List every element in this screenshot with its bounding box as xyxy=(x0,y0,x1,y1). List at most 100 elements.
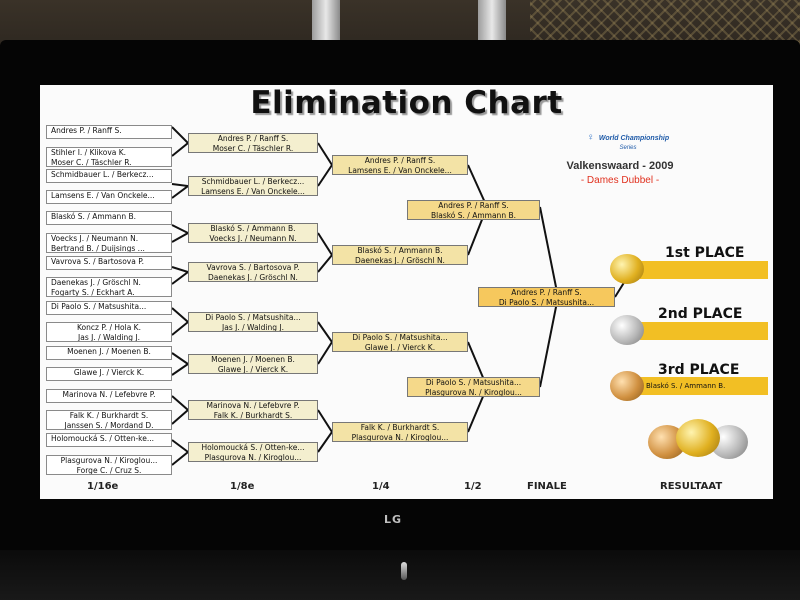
team-name: Plasgurova N. / Kiroglou... xyxy=(425,387,522,397)
bracket-slot-r1-1[interactable]: Andres P. / Ranff S. xyxy=(46,125,172,139)
team-name: Falk K. / Burkhardt S. xyxy=(213,410,293,420)
team-name: Andres P. / Ranff S. xyxy=(217,134,289,143)
team-name: Koncz P. / Hola K. xyxy=(77,323,141,332)
bracket-slot-r2-6[interactable]: Moenen J. / Moenen B.Glawe J. / Vierck K… xyxy=(188,354,318,374)
team-name: Vavrova S. / Bartosova P. xyxy=(206,263,300,272)
bronze-medal-icon xyxy=(610,371,644,401)
team-name: Daenekas J. / Gröschl N. xyxy=(51,278,141,287)
team-name: Blaskó S. / Ammann B. xyxy=(51,212,136,221)
team-name: Plasgurova N. / Kiroglou... xyxy=(60,456,158,465)
team-name: Andres P. / Ranff S. xyxy=(511,288,582,297)
second-place-bar xyxy=(640,322,768,340)
team-name: Andres P. / Ranff S. xyxy=(364,156,436,165)
team-name: Glawe J. / Vierck K. xyxy=(217,364,289,374)
silver-medal-icon xyxy=(610,315,644,345)
bracket-slot-r1-9[interactable]: Di Paolo S. / Matsushita... xyxy=(46,301,172,315)
team-name: Voecks J. / Neumann N. xyxy=(209,233,297,243)
third-place-value: Blaskó S. / Ammann B. xyxy=(646,382,726,390)
bracket-slot-r3-4[interactable]: Falk K. / Burkhardt S.Plasgurova N. / Ki… xyxy=(332,422,468,442)
team-name: Plasgurova N. / Kiroglou... xyxy=(204,452,302,462)
bracket-slot-final[interactable]: Andres P. / Ranff S.Di Paolo S. / Matsus… xyxy=(478,287,615,307)
bracket-slot-r1-2[interactable]: Stihler I. / Klikova K.Moser C. / Täschl… xyxy=(46,147,172,167)
event-division: - Dames Dubbel - xyxy=(580,175,660,186)
bracket-slot-r1-12[interactable]: Glawe J. / Vierck K. xyxy=(46,367,172,381)
bracket-slot-r2-5[interactable]: Di Paolo S. / Matsushita...Jas J. / Wald… xyxy=(188,312,318,332)
team-name: Blaskó S. / Ammann B. xyxy=(210,224,296,233)
team-name: Vavrova S. / Bartosova P. xyxy=(51,257,144,266)
bracket-slot-r1-16[interactable]: Plasgurova N. / Kiroglou...Forge C. / Cr… xyxy=(46,455,172,475)
bracket-slot-r3-1[interactable]: Andres P. / Ranff S.Lamsens E. / Van Onc… xyxy=(332,155,468,175)
second-place-label: 2nd PLACE xyxy=(658,306,743,322)
team-name: Voecks J. / Neumann N. xyxy=(51,234,139,243)
tv-screen: Elimination Chart Andres P. / xyxy=(40,85,773,499)
team-name: Jas J. / Walding J. xyxy=(78,332,140,342)
bracket-slot-r2-3[interactable]: Blaskó S. / Ammann B.Voecks J. / Neumann… xyxy=(188,223,318,243)
team-name: Falk K. / Burkhardt S. xyxy=(69,411,149,420)
power-button[interactable] xyxy=(401,562,407,580)
bracket-slot-r2-8[interactable]: Holomoucká S. / Otten-ke...Plasgurova N.… xyxy=(188,442,318,462)
team-name: Holomoucká S. / Otten-ke... xyxy=(51,434,155,443)
third-place-label: 3rd PLACE xyxy=(658,362,740,378)
team-name: Di Paolo S. / Matsushita... xyxy=(51,302,147,311)
bracket-slot-r1-15[interactable]: Holomoucká S. / Otten-ke... xyxy=(46,433,172,447)
team-name: Lamsens E. / Van Onckele... xyxy=(51,191,155,200)
bracket-slot-r3-3[interactable]: Di Paolo S. / Matsushita...Glawe J. / Vi… xyxy=(332,332,468,352)
bracket-slot-r1-7[interactable]: Vavrova S. / Bartosova P. xyxy=(46,256,172,270)
team-name: Bertrand B. / Duijsings ... xyxy=(51,243,145,253)
bracket-slot-r2-1[interactable]: Andres P. / Ranff S.Moser C. / Täschler … xyxy=(188,133,318,153)
chart-title: Elimination Chart xyxy=(250,85,563,121)
bracket-slot-r2-4[interactable]: Vavrova S. / Bartosova P.Daenekas J. / G… xyxy=(188,262,318,282)
tv-bezel-bottom xyxy=(0,550,800,600)
team-name: Schmidbauer L. / Berkecz... xyxy=(201,177,305,186)
team-name: Glawe J. / Vierck K. xyxy=(364,342,436,352)
bracket-slot-r1-10[interactable]: Koncz P. / Hola K.Jas J. / Walding J. xyxy=(46,322,172,342)
event-location-year: Valkenswaard - 2009 xyxy=(566,160,674,172)
team-name: Andres P. / Ranff S. xyxy=(438,201,509,210)
team-name: Lamsens E. / Van Onckele... xyxy=(348,165,452,175)
round-label-resultaat: RESULTAAT xyxy=(660,481,723,492)
bracket-slot-r2-2[interactable]: Schmidbauer L. / Berkecz...Lamsens E. / … xyxy=(188,176,318,196)
bracket-slot-r1-5[interactable]: Blaskó S. / Ammann B. xyxy=(46,211,172,225)
tour-figure-icon: ♀ xyxy=(586,132,595,143)
team-name: Di Paolo S. / Matsushita... xyxy=(205,313,301,322)
team-name: Lamsens E. / Van Onckele... xyxy=(201,186,305,196)
team-name: Stihler I. / Klikova K. xyxy=(51,148,127,157)
team-name: Schmidbauer L. / Berkecz... xyxy=(51,170,154,179)
team-name: Marinova N. / Lefebvre P. xyxy=(62,390,156,399)
event-info: Valkenswaard - 2009 - Dames Dubbel - xyxy=(535,160,705,186)
tour-logo-line2: Series xyxy=(619,145,637,151)
team-name: Jas J. / Walding J. xyxy=(222,322,284,332)
tour-logo: ♀ World Championship Series xyxy=(558,127,698,151)
team-name: Moser C. / Täschler R. xyxy=(212,143,294,153)
team-name: Moenen J. / Moenen B. xyxy=(211,355,295,364)
bracket-slot-r1-14[interactable]: Falk K. / Burkhardt S.Janssen S. / Morda… xyxy=(46,410,172,430)
team-name: Blaskó S. / Ammann B. xyxy=(431,210,516,220)
bracket-slot-r1-4[interactable]: Lamsens E. / Van Onckele... xyxy=(46,190,172,204)
team-name: Forge C. / Cruz S. xyxy=(76,465,142,475)
tv-brand-logo: LG xyxy=(384,513,403,526)
bracket-slot-r1-3[interactable]: Schmidbauer L. / Berkecz... xyxy=(46,169,172,183)
tour-logo-line1: World Championship xyxy=(598,135,670,142)
bracket-slot-r1-6[interactable]: Voecks J. / Neumann N.Bertrand B. / Duij… xyxy=(46,233,172,253)
bracket-slot-r1-8[interactable]: Daenekas J. / Gröschl N.Fogarty S. / Eck… xyxy=(46,277,172,297)
team-name: Janssen S. / Mordand D. xyxy=(64,420,154,430)
team-name: Marinova N. / Lefebvre P. xyxy=(206,401,300,410)
team-name: Fogarty S. / Eckhart A. xyxy=(51,287,135,297)
bracket-slot-r1-11[interactable]: Moenen J. / Moenen B. xyxy=(46,346,172,360)
bracket-slot-r4-1[interactable]: Andres P. / Ranff S.Blaskó S. / Ammann B… xyxy=(407,200,540,220)
bracket-slot-r2-7[interactable]: Marinova N. / Lefebvre P.Falk K. / Burkh… xyxy=(188,400,318,420)
round-label-1-2: 1/2 xyxy=(464,481,482,492)
bracket-slot-r4-2[interactable]: Di Paolo S. / Matsushita...Plasgurova N.… xyxy=(407,377,540,397)
team-name: Di Paolo S. / Matsushita... xyxy=(425,378,522,387)
first-place-bar xyxy=(640,261,768,279)
team-name: Blaskó S. / Ammann B. xyxy=(357,246,443,255)
team-name: Plasgurova N. / Kiroglou... xyxy=(351,432,449,442)
first-place-label: 1st PLACE xyxy=(665,245,745,261)
round-label-finale: FINALE xyxy=(527,481,567,492)
gold-medal-icon xyxy=(610,254,644,284)
team-name: Daenekas J. / Gröschl N. xyxy=(355,255,445,265)
bracket-slot-r1-13[interactable]: Marinova N. / Lefebvre P. xyxy=(46,389,172,403)
bracket-slot-r3-2[interactable]: Blaskó S. / Ammann B.Daenekas J. / Grösc… xyxy=(332,245,468,265)
round-label-1-8: 1/8e xyxy=(230,481,255,492)
round-label-1-4: 1/4 xyxy=(372,481,390,492)
